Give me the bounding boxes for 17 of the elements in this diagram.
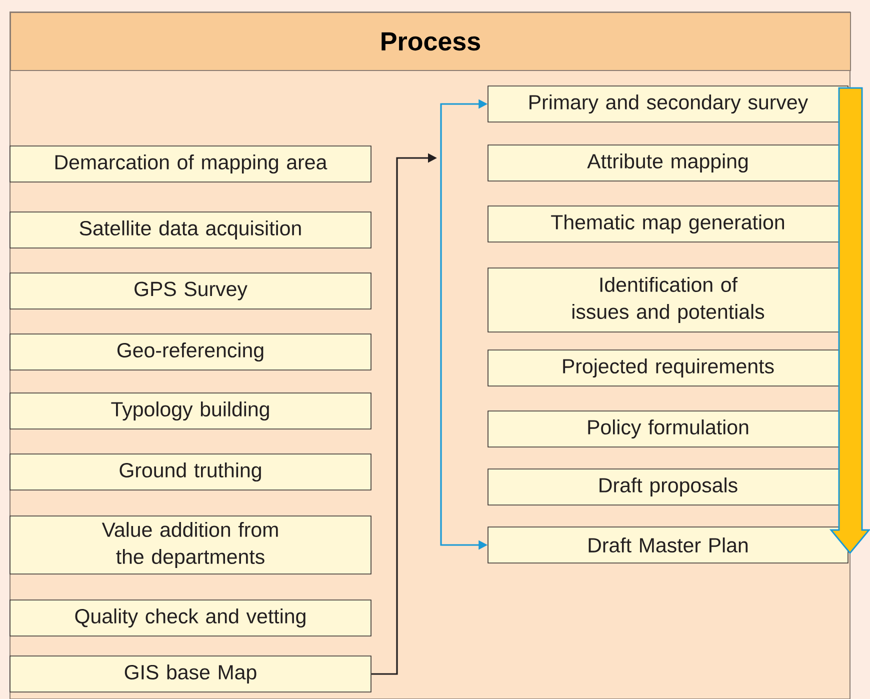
process-box: Identification of issues and potentials bbox=[488, 268, 848, 332]
process-box: Quality check and vetting bbox=[10, 600, 372, 636]
process-box: Typology building bbox=[10, 392, 372, 430]
process-box: Policy formulation bbox=[488, 410, 848, 448]
process-box: Primary and secondary survey bbox=[488, 86, 848, 122]
process-box: Projected requirements bbox=[488, 350, 848, 386]
process-box: Demarcation of mapping area bbox=[10, 146, 372, 182]
process-box: Draft proposals bbox=[488, 468, 848, 506]
process-box: Draft Master Plan bbox=[488, 526, 848, 564]
process-box: GIS base Map bbox=[10, 656, 372, 692]
process-box: Thematic map generation bbox=[488, 206, 848, 242]
process-box: Attribute mapping bbox=[488, 144, 848, 182]
process-box: Ground truthing bbox=[10, 454, 372, 490]
process-box: Value addition from the departments bbox=[10, 516, 372, 574]
process-box: Satellite data acquisition bbox=[10, 212, 372, 248]
process-box: Geo-referencing bbox=[10, 334, 372, 370]
process-box: GPS Survey bbox=[10, 272, 372, 310]
